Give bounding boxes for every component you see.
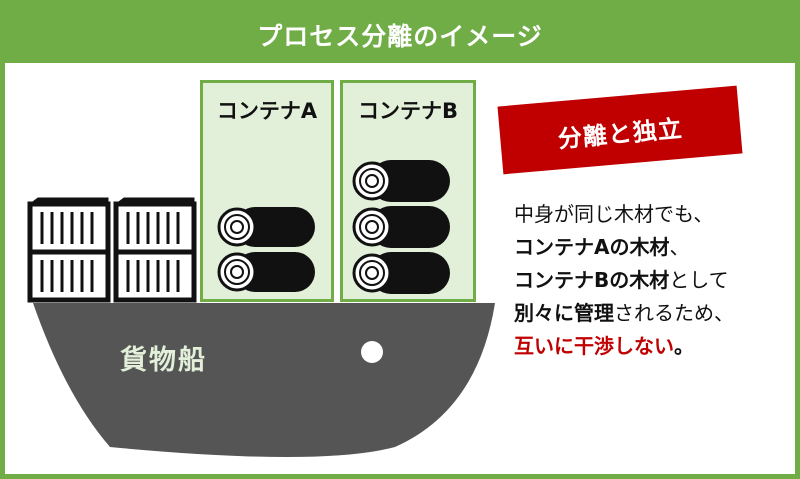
header-bar: プロセス分離のイメージ [5,5,795,63]
description-line-4-rest: されるため、 [614,301,734,325]
log-icon [352,206,450,248]
ship-hull [33,303,495,457]
log-icon [217,252,315,292]
description-line-5: 互いに干渉しない。 [514,330,794,363]
description-line-5-rest: 。 [674,334,694,358]
description-line-4: 別々に管理されるため、 [514,297,794,330]
description-line-4-bold-2: 管理 [574,301,614,325]
ship-porthole [361,341,383,363]
container-b-label: コンテナB [357,99,458,123]
description-line-1: 中身が同じ木材でも、 [514,198,794,231]
container-a-logs [217,207,315,292]
badge-label: 分離と独立 [556,114,684,154]
description-line-3-rest: として [669,268,729,292]
log-icon [217,207,315,247]
cargo-crates [27,197,197,303]
log-icon [352,252,450,294]
page-title: プロセス分離のイメージ [257,22,543,51]
description-line-2-rest: 、 [669,235,690,259]
description-text: 中身が同じ木材でも、 コンテナAの木材、 コンテナBの木材として 別々に管理され… [514,198,794,363]
description-line-3-bold: コンテナBの木材 [514,268,670,292]
description-line-4-mid: に [554,301,574,325]
description-line-4-bold-1: 別々 [514,301,554,325]
description-line-1-text: 中身が同じ木材でも、 [514,202,714,226]
ship-label: 貨物船 [120,345,207,376]
log-icon [352,160,450,202]
cargo-crate-icon [27,197,111,303]
cargo-crate-icon [113,197,197,303]
container-b-logs [352,160,450,294]
description-line-2-bold: コンテナAの木材 [514,235,670,259]
container-a-label: コンテナA [216,99,318,123]
description-line-2: コンテナAの木材、 [514,231,794,264]
description-line-5-emphasis: 互いに干渉しない [514,334,674,358]
description-line-3: コンテナBの木材として [514,264,794,297]
